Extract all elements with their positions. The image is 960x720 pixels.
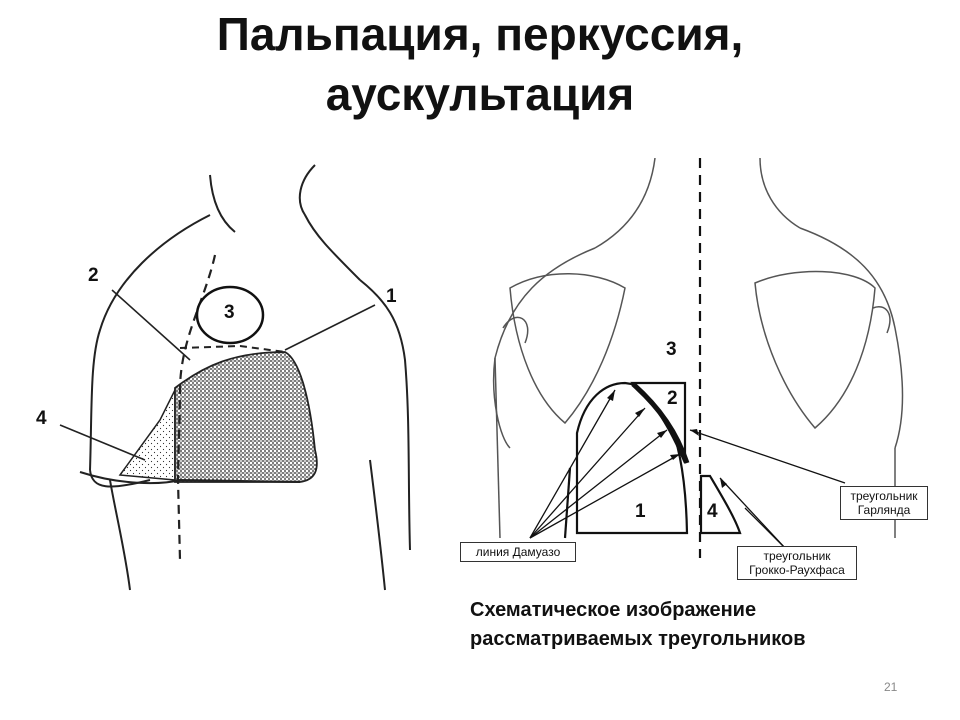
slide-title: Пальпация, перкуссия, аускультация [0,4,960,124]
neck-left [594,157,656,249]
right-label-1: 1 [635,501,646,522]
leader-line-2 [111,289,191,361]
damoiseau-line-box: линия Дамуазо [460,542,576,562]
arrow-damoiseau-3 [529,429,668,539]
right-arm-inner [369,459,386,591]
damoiseau-line-label: линия Дамуазо [475,545,561,559]
arrowhead-1 [607,390,615,401]
garland-label-line-1: треугольник [850,489,918,503]
grocco-triangle-box: треугольник Грокко-Раухфаса [737,546,857,580]
humerus-right [872,306,891,334]
left-label-4: 4 [36,408,47,429]
right-label-4: 4 [707,501,718,522]
arrow-damoiseau-2 [529,407,646,539]
scapula-left [509,273,626,425]
arrow-grocco-2 [719,477,786,549]
triangles-schematic-illustration [492,157,904,558]
neck-right [759,157,801,229]
leader-line-4 [59,424,146,461]
left-label-1: 1 [386,286,397,307]
left-vertical-edge [563,467,572,539]
slide-title-line-1: Пальпация, перкуссия, [216,8,744,60]
arrow-damoiseau-4 [529,453,681,539]
garland-triangle-box: треугольник Гарлянда [840,486,928,520]
spine-dashed-line [176,254,217,561]
back-torso-illustration [59,164,411,591]
arrow-damoiseau-1 [529,389,616,539]
dullness-zone [174,351,318,483]
figure-caption: Схематическое изображение рассматриваемы… [470,596,940,654]
shoulder-right [799,227,904,449]
right-label-2: 2 [667,388,678,409]
shoulder-left [492,247,596,449]
leader-line-1 [284,304,376,351]
caption-line-2: рассматриваемых треугольников [470,628,806,650]
scapula-right [754,270,876,430]
triangles-schematic-figure: 3 2 1 4 линия Дамуазо треугольник Гарлян… [455,157,945,583]
arrowhead-4 [670,454,680,460]
left-label-3: 3 [224,302,235,323]
arrowhead-garland [690,429,699,436]
left-shoulder [89,214,211,471]
humerus-left [502,316,529,344]
left-label-2: 2 [88,265,99,286]
slide-title-line-2: аускультация [325,68,635,120]
garland-edge [631,382,690,464]
neck-right [298,164,361,281]
right-shoulder [359,279,411,551]
arrow-garland [689,429,846,484]
triangle-4 [699,474,742,535]
grocco-label-line-1: треугольник [763,549,831,563]
right-label-3: 3 [666,339,677,360]
garland-label-line-2: Гарлянда [857,503,911,517]
caption-line-1: Схематическое изображение [470,599,757,621]
label-3-circle [195,285,265,345]
back-torso-figure: 2 1 3 4 [30,160,430,600]
upper-dashed-boundary [179,344,286,353]
arrowhead-2 [635,408,645,417]
arrowhead-3 [657,430,667,438]
left-arm-inner [109,479,131,591]
arrowhead-grocco [720,478,727,488]
slide-page-number: 21 [884,680,898,694]
torso-left [494,357,501,539]
grocco-label-line-2: Грокко-Раухфаса [749,563,845,577]
head-outline [209,174,236,233]
grocco-zone [118,389,176,481]
